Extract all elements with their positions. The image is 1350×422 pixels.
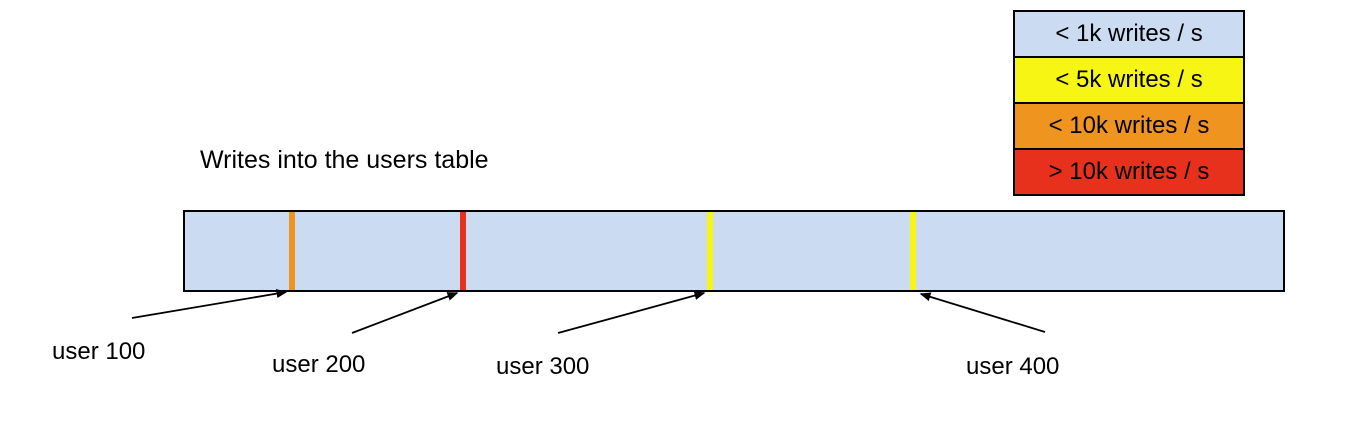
hotspot-marker-user-400 [910, 212, 916, 290]
label-user-200: user 200 [272, 351, 366, 378]
label-user-400: user 400 [966, 353, 1060, 380]
legend-label-lt-1k: < 1k writes / s [1055, 20, 1203, 47]
arrow-user-300 [557, 291, 706, 334]
arrow-user-200 [351, 292, 459, 334]
label-user-300: user 300 [496, 353, 590, 380]
legend-label-gt-10k: > 10k writes / s [1048, 158, 1210, 185]
label-user-100: user 100 [52, 338, 146, 365]
hotspot-marker-user-200 [460, 212, 466, 290]
legend-label-lt-5k: < 5k writes / s [1055, 66, 1203, 93]
users-table-bar [183, 210, 1285, 292]
hotspot-marker-user-300 [707, 212, 713, 290]
legend-item-lt-5k: < 5k writes / s [1015, 56, 1243, 102]
arrow-user-400 [919, 292, 1046, 333]
arrow-user-100 [131, 289, 288, 319]
legend: < 1k writes / s < 5k writes / s < 10k wr… [1013, 10, 1245, 196]
hotspot-marker-user-100 [289, 212, 295, 290]
legend-item-gt-10k: > 10k writes / s [1015, 148, 1243, 194]
legend-label-lt-10k: < 10k writes / s [1048, 112, 1210, 139]
legend-item-lt-10k: < 10k writes / s [1015, 102, 1243, 148]
diagram-title: Writes into the users table [200, 146, 489, 174]
legend-item-lt-1k: < 1k writes / s [1015, 12, 1243, 56]
